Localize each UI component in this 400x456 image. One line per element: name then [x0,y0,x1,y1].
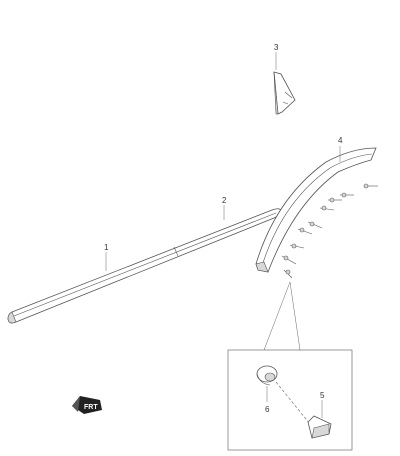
callout-1: 1 [104,243,109,252]
clip-b [340,192,354,198]
zoom-line-left [263,281,291,351]
callout-6: 6 [265,405,270,414]
clip-a [363,183,378,189]
callout-4: 4 [338,136,343,145]
clip-f [297,227,313,235]
front-direction-arrow-icon: FRT [72,396,102,414]
clip-i [283,269,293,279]
clip-d [319,205,335,211]
front-arrow-label: FRT [84,404,98,411]
detail-dash-line [275,381,311,425]
side-moulding-strip [7,208,282,324]
zoom-line-right [289,281,301,351]
clip-c [328,197,342,203]
clip-g [289,243,305,249]
callout-5: 5 [320,391,325,400]
corner-garnish-piece [273,71,296,115]
detail-box [227,349,353,451]
detail-clip-5 [307,415,332,439]
clip-h [281,255,297,265]
arch-clips [281,183,378,279]
callout-3: 3 [274,43,279,52]
detail-clip-6 [256,365,278,386]
callout-2: 2 [222,196,227,205]
clip-e [307,221,323,229]
wheel-arch-moulding [255,147,377,273]
